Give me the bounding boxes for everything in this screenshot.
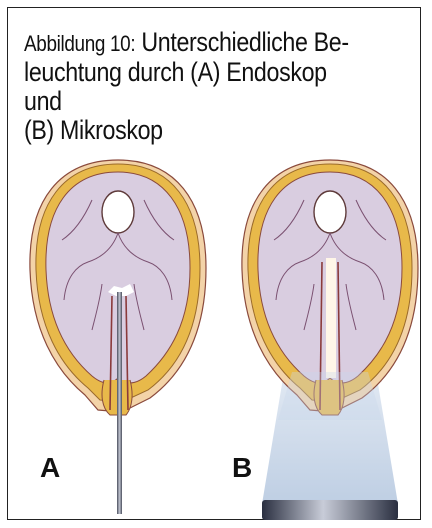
panel-b-surgical-corridor — [326, 258, 336, 378]
panel-b-label: B — [232, 452, 252, 484]
panel-a-label: A — [40, 452, 60, 484]
panel-b-beam-overlay — [278, 372, 382, 420]
panel-b-ventricle — [314, 191, 346, 233]
panel-a-ventricle — [102, 191, 134, 233]
endoscope-icon — [117, 292, 122, 514]
microscope-lens-icon — [262, 500, 398, 520]
